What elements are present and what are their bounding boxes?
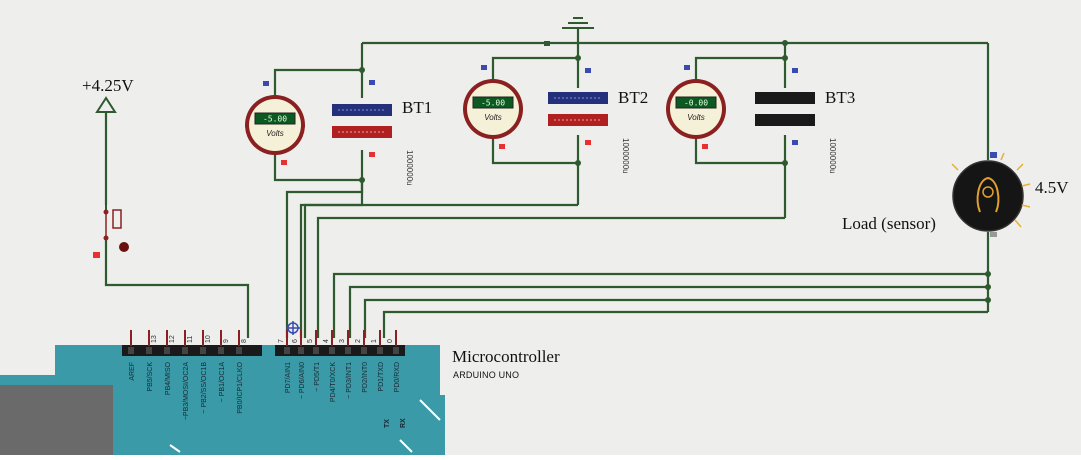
left-header [122,345,262,356]
wire-switch-down [104,240,250,338]
pin-label: PB4/MISO [165,361,172,395]
pin-label: PD1/TXD [378,362,385,392]
wire-pd3 [332,272,988,338]
right-header [275,345,405,356]
usb-port [0,385,113,455]
wire-bt1-meter-top [273,68,362,98]
pin-label: ~ PB2/SS/OC1B [201,362,208,414]
pin-number: 13 [151,335,158,343]
wire-bt3-meter-bot [694,137,785,165]
supply-arrow-icon [95,96,117,113]
wire-pd6 [299,192,364,338]
arduino-board[interactable] [0,345,445,455]
wires [104,28,990,338]
pin-number: 12 [169,335,176,343]
pin-label: ~ PD6/AIN0 [299,362,306,399]
pin-number: 6 [292,339,299,343]
load-label: Load (sensor) [842,214,936,233]
meter-unit: Volts [687,113,705,122]
wire-pd7 [285,180,364,338]
battery-cells: -5.00Volts1000000u-5.00Volts1000000u-0.0… [245,65,837,186]
bt1-label: BT1 [402,98,433,117]
wire-pd0 [382,310,988,338]
pin-label: PB0/ICP1/CLKO [237,361,244,413]
meter-readout: -5.00 [263,115,287,124]
load-bulb-icon[interactable] [951,152,1031,237]
wire-bt2-meter-bot [491,137,578,165]
junctions [359,40,991,303]
bt3-label: BT3 [825,88,856,107]
pin-number: 9 [223,339,230,343]
pin-number: 10 [205,335,212,343]
crosshair-icon [286,321,300,335]
meter-unit: Volts [266,129,284,138]
capacity-label: 1000000u [621,138,630,174]
tx-label: TX [384,419,391,428]
pin-label: ~ PD3/INT1 [346,362,353,399]
pin-label: ~ PB1/OC1A [219,362,226,403]
pin-label: ~PB3/MOSI/OC2A [183,362,190,420]
pin-label: PD0/RXD [394,362,401,392]
capacity-label: 1000000u [405,150,414,186]
battery-icon[interactable] [332,80,392,157]
wire-bt3-meter-top [694,56,785,80]
supply-label: +4.25V [82,76,134,95]
ground-icon [562,17,594,29]
mcu-pins: AREF13PB5/SCK12PB4/MISO11~PB3/MOSI/OC2A1… [128,330,407,428]
wire-pd4 [316,216,785,338]
pin-label: PB5/SCK [147,362,154,392]
switch-icon[interactable] [93,205,129,258]
pin-number: 8 [241,339,248,343]
wire-bt2-meter-top [491,56,578,80]
pin-number: 7 [278,339,285,343]
pin-label: PD2/INT0 [362,362,369,393]
pin-number: 5 [307,339,314,343]
pin-number: 3 [339,339,346,343]
battery-icon[interactable] [548,68,608,145]
pin-label: PD4/T0/XCK [330,362,337,402]
meter-unit: Volts [484,113,502,122]
wire-pd2 [348,285,988,338]
mcu-title: Microcontroller [452,347,560,366]
rx-label: RX [400,418,407,428]
meter-readout: -0.00 [684,99,708,108]
wire-pd1 [363,298,988,338]
mcu-subtitle: ARDUINO UNO [453,370,520,380]
battery-icon[interactable] [755,68,815,145]
pin-label: ~ PD5/T1 [314,362,321,392]
pin-label: PD7/AIN1 [285,362,292,393]
pin-label: AREF [129,362,136,381]
pin-number: 4 [323,339,330,343]
pin-number: 0 [387,339,394,343]
pin-number: 11 [187,336,194,343]
meter-readout: -5.00 [481,99,505,108]
bt2-label: BT2 [618,88,649,107]
wire-bt1-meter-bot [273,153,362,182]
pin-number: 2 [355,339,362,343]
pin-number: 1 [371,339,378,343]
capacity-label: 1000000u [828,138,837,174]
load-voltage-label: 4.5V [1035,178,1069,197]
wire-pd5-a [303,203,578,338]
